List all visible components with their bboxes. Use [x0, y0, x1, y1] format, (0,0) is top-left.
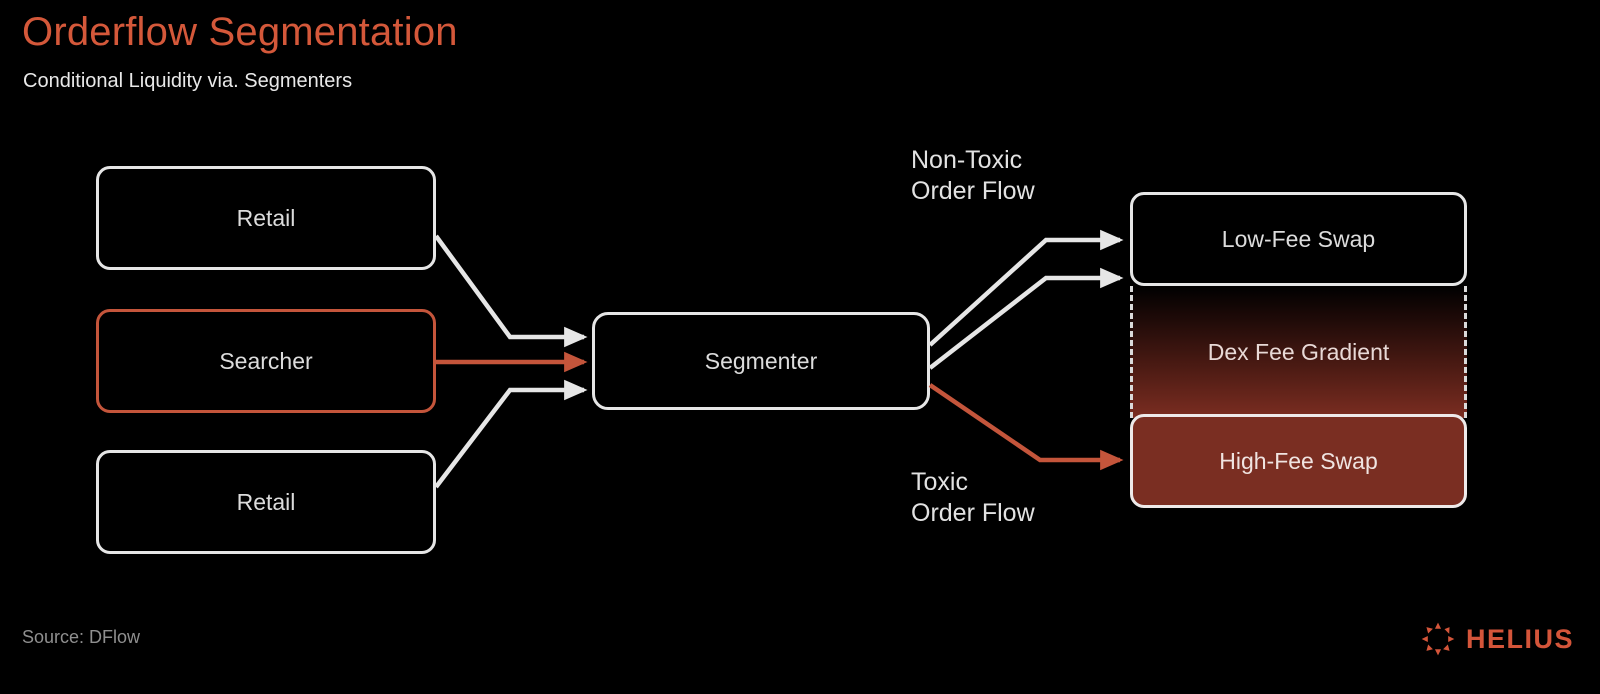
- label-toxic-order-flow: Toxic Order Flow: [911, 468, 1035, 527]
- node-dex-fee-gradient-label: Dex Fee Gradient: [1207, 338, 1390, 365]
- node-segmenter-label: Segmenter: [704, 347, 818, 374]
- node-searcher[interactable]: Searcher: [96, 309, 436, 413]
- connector-segmenter-to-low-fee-lower: [928, 267, 1124, 370]
- page-subtitle: Conditional Liquidity via. Segmenters: [23, 70, 353, 92]
- node-segmenter[interactable]: Segmenter: [592, 312, 930, 410]
- node-high-fee-swap-label: High-Fee Swap: [1219, 447, 1378, 474]
- node-retail-bottom[interactable]: Retail: [96, 450, 436, 554]
- node-retail-top-label: Retail: [236, 204, 296, 231]
- node-high-fee-swap[interactable]: High-Fee Swap: [1130, 414, 1467, 508]
- node-searcher-label: Searcher: [219, 347, 313, 374]
- brand-lockup: HELIUS: [1421, 622, 1574, 656]
- page-title: Orderflow Segmentation: [22, 10, 458, 54]
- node-retail-bottom-label: Retail: [236, 488, 296, 515]
- connector-segmenter-to-high-fee: [928, 383, 1124, 471]
- label-non-toxic-order-flow: Non-Toxic Order Flow: [911, 146, 1035, 205]
- source-attribution: Source: DFlow: [22, 627, 141, 647]
- connector-segmenter-to-low-fee-upper: [928, 229, 1124, 347]
- node-low-fee-swap[interactable]: Low-Fee Swap: [1130, 192, 1467, 286]
- node-dex-fee-gradient[interactable]: Dex Fee Gradient: [1130, 286, 1467, 418]
- node-low-fee-swap-label: Low-Fee Swap: [1221, 225, 1376, 252]
- connector-retail-bottom-to-segmenter: [434, 379, 588, 489]
- brand-name: HELIUS: [1465, 623, 1574, 654]
- helius-sun-icon: [1421, 622, 1455, 656]
- node-retail-top[interactable]: Retail: [96, 166, 436, 270]
- connector-retail-top-to-segmenter: [434, 234, 588, 348]
